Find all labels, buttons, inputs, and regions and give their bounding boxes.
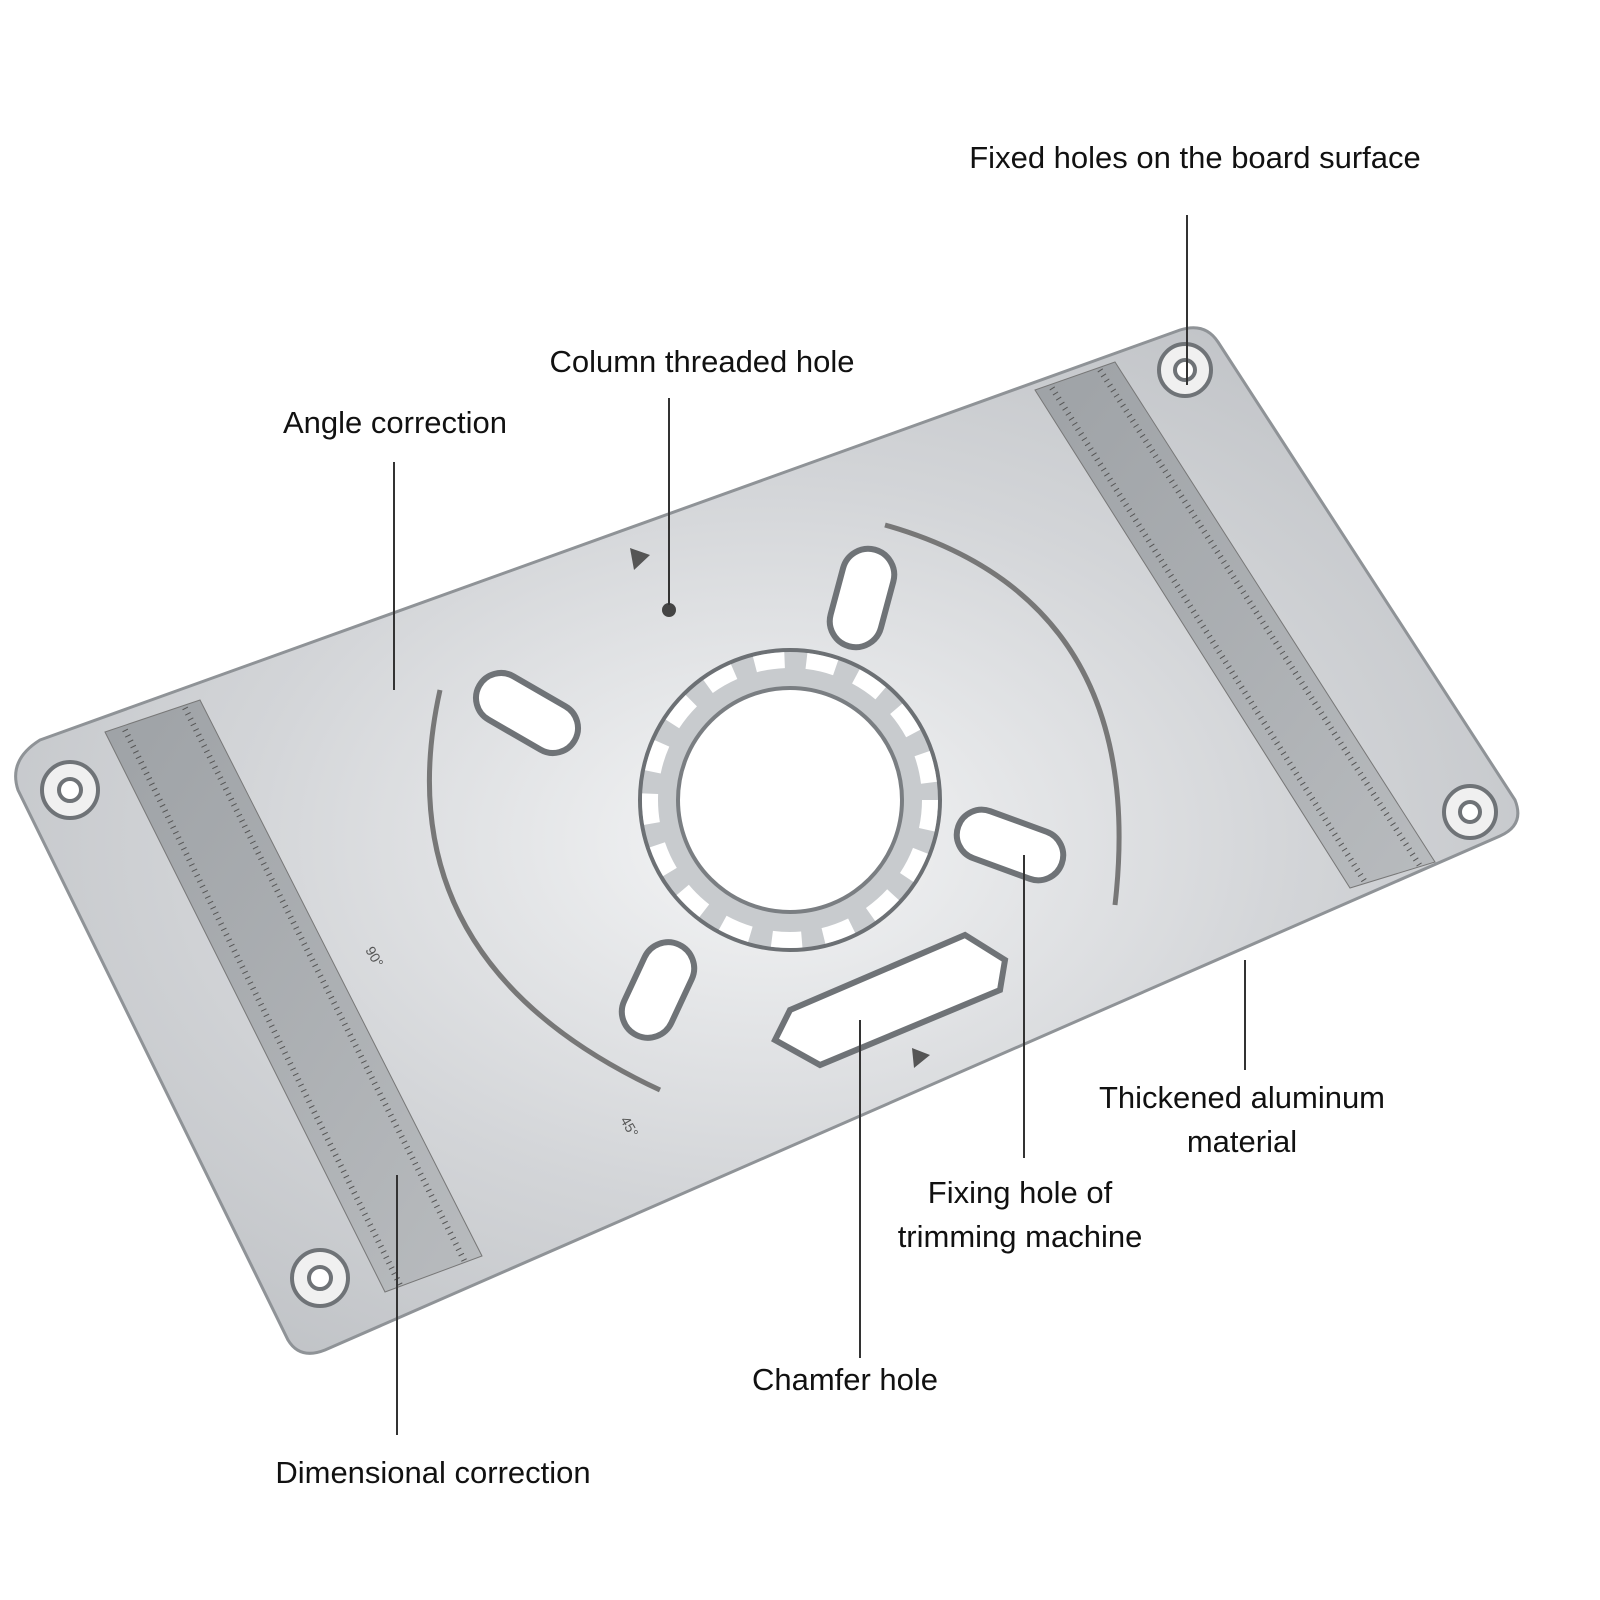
label-thickened-line1: Thickened aluminum xyxy=(1098,1080,1386,1115)
corner-holes xyxy=(40,342,1498,1308)
mounting-slots xyxy=(473,545,1067,1041)
center-ring xyxy=(638,648,942,952)
right-ruler xyxy=(1034,361,1436,889)
threaded-hole xyxy=(630,548,930,1068)
label-thickened-aluminum: Thickened aluminum material xyxy=(1099,1076,1385,1164)
label-fixing-hole-line1: Fixing hole of xyxy=(927,1175,1113,1210)
label-angle-correction: Angle correction xyxy=(282,405,508,440)
label-fixing-hole-line2: trimming machine xyxy=(897,1219,1143,1254)
label-chamfer-hole: Chamfer hole xyxy=(751,1362,939,1397)
label-fixing-hole: Fixing hole of trimming machine xyxy=(898,1171,1143,1259)
chamfer-hole xyxy=(771,931,1009,1069)
left-ruler xyxy=(104,699,483,1293)
label-fixed-holes: Fixed holes on the board surface xyxy=(969,140,1421,175)
label-thickened-line2: material xyxy=(1186,1124,1298,1159)
label-column-threaded-hole: Column threaded hole xyxy=(549,344,855,379)
label-dimensional-correction: Dimensional correction xyxy=(275,1455,591,1490)
callout-lines xyxy=(393,215,1246,1435)
angle-arcs xyxy=(426,522,1122,1093)
